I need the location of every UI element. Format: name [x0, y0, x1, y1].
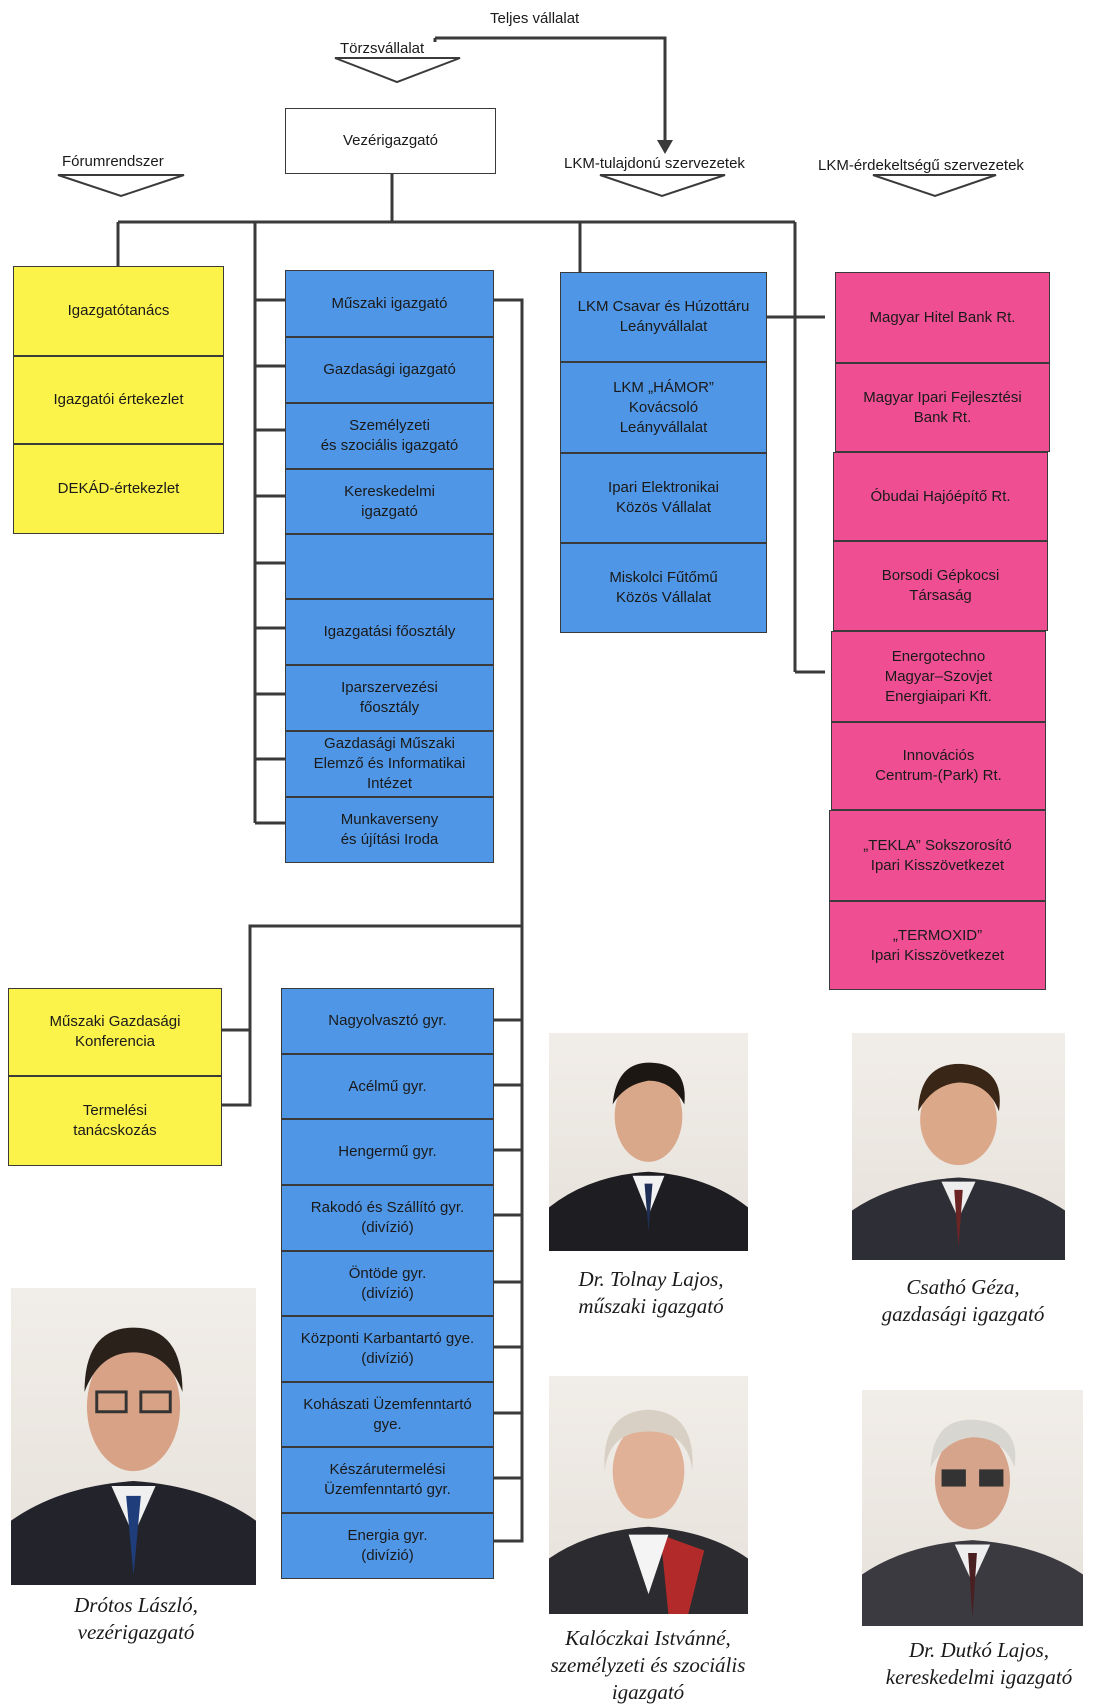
- staff-box-iparszervezesi-foosztaly: Iparszervezési főosztály: [285, 665, 494, 731]
- staff-box-munkaverseny-iroda: Munkaverseny és újítási Iroda: [285, 797, 494, 863]
- label-torzsvallalat: Törzsvállalat: [340, 40, 425, 57]
- label-teljes-vallalat: Teljes vállalat: [490, 10, 580, 27]
- forum-box-igazgatotanacs: Igazgatótanács: [13, 266, 224, 356]
- staff-box-gazdasagi-igazgato: Gazdasági igazgató: [285, 337, 494, 403]
- plant-box-energia: Energia gyr. (divízió): [281, 1513, 494, 1579]
- interest-box-magyar-hitel-bank: Magyar Hitel Bank Rt.: [835, 272, 1050, 363]
- owned-box-miskolci-futomu: Miskolci Fűtőmű Közös Vállalat: [560, 543, 767, 633]
- label-forumrendszer: Fórumrendszer: [62, 153, 164, 170]
- interest-box-termoxid: „TERMOXID” Ipari Kisszövetkezet: [829, 901, 1046, 990]
- owned-box-ipari-elektronikai: Ipari Elektronikai Közös Vállalat: [560, 453, 767, 543]
- forum-box-termelesi-tanacskozas: Termelési tanácskozás: [8, 1076, 222, 1166]
- owned-box-hamor: LKM „HÁMOR” Kovácsoló Leányvállalat: [560, 362, 767, 453]
- label-lkm-tulajdonu: LKM-tulajdonú szervezetek: [564, 155, 745, 172]
- interest-box-borsodi-gepkocsi: Borsodi Gépkocsi Társaság: [833, 541, 1048, 631]
- staff-box-elemzo-intezet: Gazdasági Műszaki Elemző és Informatikai…: [285, 731, 494, 797]
- plant-box-keszarutermelesi: Készárutermelési Üzemfenntartó gyr.: [281, 1447, 494, 1513]
- forum-box-igazgatoi-ertekezlet: Igazgatói értekezlet: [13, 356, 224, 444]
- interest-box-tekla: „TEKLA” Sokszorosító Ipari Kisszövetkeze…: [829, 810, 1046, 901]
- plant-box-kozponti-karbantarto: Központi Karbantartó gye. (divízió): [281, 1316, 494, 1382]
- portrait-photo-drotos: [11, 1288, 256, 1585]
- owned-box-csavar: LKM Csavar és Húzottáru Leányvállalat: [560, 272, 767, 362]
- caption-tolnay: Dr. Tolnay Lajos, műszaki igazgató: [578, 1267, 724, 1318]
- staff-box-muszaki-igazgato: Műszaki igazgató: [285, 270, 494, 337]
- interest-box-energotechno: Energotechno Magyar–Szovjet Energiaipari…: [831, 631, 1046, 722]
- staff-box-empty: [285, 534, 494, 599]
- staff-box-szemelyzeti-igazgato: Személyzeti és szociális igazgató: [285, 403, 494, 469]
- forum-box-dekad: DEKÁD-értekezlet: [13, 444, 224, 534]
- forum-box-muszaki-gazdasagi-konferencia: Műszaki Gazdasági Konferencia: [8, 988, 222, 1076]
- caption-kaloczkai: Kalóczkai Istvánné, személyzeti és szoci…: [550, 1626, 746, 1704]
- portrait-photo-kaloczkai: [549, 1376, 748, 1614]
- plant-box-acelmu: Acélmű gyr.: [281, 1054, 494, 1119]
- interest-box-ipari-fejlesztesi-bank: Magyar Ipari Fejlesztési Bank Rt.: [835, 363, 1050, 452]
- plant-box-ontode: Öntöde gyr. (divízió): [281, 1251, 494, 1316]
- plant-box-nagyolvaszto: Nagyolvasztó gyr.: [281, 988, 494, 1054]
- plant-box-rakodo: Rakodó és Szállító gyr. (divízió): [281, 1185, 494, 1251]
- staff-box-igazgatasi-foosztaly: Igazgatási főosztály: [285, 599, 494, 665]
- plant-box-hengermu: Hengermű gyr.: [281, 1119, 494, 1185]
- staff-box-kereskedelmi-igazgato: Kereskedelmi igazgató: [285, 469, 494, 534]
- caption-csatho: Csathó Géza, gazdasági igazgató: [881, 1275, 1045, 1326]
- label-lkm-erdekeltsegu: LKM-érdekeltségű szervezetek: [818, 157, 1024, 174]
- portrait-photo-tolnay: [549, 1033, 748, 1251]
- interest-box-innovacios-centrum: Innovációs Centrum-(Park) Rt.: [831, 722, 1046, 810]
- portrait-photo-dutko: [862, 1390, 1083, 1626]
- interest-box-obudai-hajoepito: Óbudai Hajóépítő Rt.: [833, 452, 1048, 541]
- portrait-photo-csatho: [852, 1033, 1065, 1260]
- caption-drotos: Drótos László, vezérigazgató: [74, 1593, 198, 1644]
- caption-dutko: Dr. Dutkó Lajos, kereskedelmi igazgató: [885, 1638, 1073, 1689]
- plant-box-kohaszati-uzemfenntarto: Kohászati Üzemfenntartó gye.: [281, 1382, 494, 1447]
- ceo-box: Vezérigazgató: [285, 108, 496, 174]
